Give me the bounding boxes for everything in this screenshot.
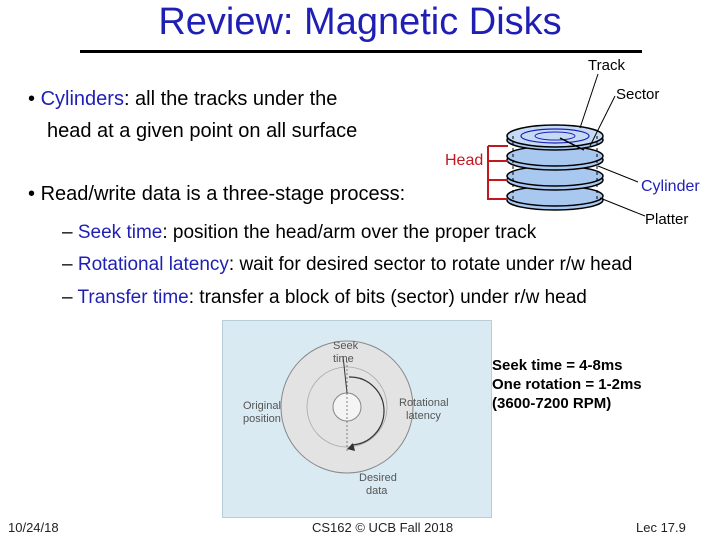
- rotational-text-1: Rotational: [399, 397, 449, 409]
- original-text-2: position: [243, 413, 281, 425]
- slide-title: Review: Magnetic Disks: [158, 1, 562, 43]
- stats-rotation: One rotation = 1-2ms: [492, 376, 642, 393]
- bullet1-text-line2: head at a given point on all surface: [47, 120, 358, 142]
- footer-lecture: Lec 17.9: [636, 520, 686, 535]
- subbullet-rotational-text: : wait for desired sector to rotate unde…: [228, 254, 633, 275]
- platter-label: Platter: [645, 211, 689, 228]
- sector-callout-line: [589, 95, 616, 147]
- title-underline: [80, 50, 642, 53]
- seek-rotation-figure: Seek time Original position Rotational l…: [222, 320, 492, 518]
- subbullet-seek-text: : position the head/arm over the proper …: [162, 222, 537, 243]
- disk-stats: Seek time = 4-8ms One rotation = 1-2ms (…: [492, 356, 642, 413]
- term-transfer-time: Transfer time: [77, 287, 189, 308]
- seek-rotation-svg: Seek time Original position Rotational l…: [243, 340, 449, 497]
- bullet-cylinders: • Cylinders: all the tracks under the: [28, 86, 337, 112]
- platter-callout-line: [599, 197, 646, 217]
- stats-seek-time: Seek time = 4-8ms: [492, 357, 623, 374]
- cylinder-callout-line: [597, 165, 639, 183]
- desired-text-2: data: [366, 485, 388, 497]
- cylinder-outline: [512, 136, 598, 200]
- track-label: Track: [588, 57, 625, 74]
- term-cylinders: Cylinders: [40, 88, 124, 110]
- bullet1-text-line1: : all the tracks under the: [123, 88, 338, 110]
- bullet-glyph: •: [28, 88, 36, 110]
- dash-glyph: –: [62, 287, 73, 308]
- rotation-arrow: [348, 376, 385, 446]
- subbullet-transfer: – Transfer time: transfer a block of bit…: [62, 285, 587, 311]
- seek-text-2: time: [333, 353, 354, 365]
- desired-text-1: Desired: [359, 472, 397, 484]
- rotational-text-2: latency: [406, 410, 441, 422]
- cylinder-label: Cylinder: [641, 178, 700, 195]
- stats-rpm: (3600-7200 RPM): [492, 395, 612, 412]
- subbullet-transfer-text: : transfer a block of bits (sector) unde…: [188, 287, 587, 308]
- original-text-1: Original: [243, 400, 281, 412]
- head-label: Head: [445, 152, 484, 169]
- seek-text-1: Seek: [333, 340, 359, 352]
- term-rotational-latency: Rotational latency: [77, 254, 229, 275]
- subbullet-seek: – Seek time: position the head/arm over …: [62, 220, 536, 246]
- bullet2-text: Read/write data is a three-stage process…: [40, 183, 406, 205]
- disk-diagram: [487, 73, 646, 217]
- dash-glyph: –: [62, 222, 73, 243]
- sector-pointer: [559, 137, 585, 151]
- sector-label: Sector: [616, 86, 660, 103]
- read-write-heads: [487, 145, 508, 200]
- footer-course: CS162 © UCB Fall 2018: [312, 520, 454, 535]
- subbullet-rotational: – Rotational latency: wait for desired s…: [62, 252, 632, 278]
- footer-date: 10/24/18: [8, 520, 59, 535]
- bullet-readwrite: • Read/write data is a three-stage proce…: [28, 181, 405, 207]
- seek-arrow: [342, 355, 348, 394]
- bullet-glyph: •: [28, 183, 36, 205]
- platter-stack: [506, 124, 604, 211]
- dash-glyph: –: [62, 254, 73, 275]
- track-callout-line: [579, 73, 599, 129]
- term-seek-time: Seek time: [77, 222, 163, 243]
